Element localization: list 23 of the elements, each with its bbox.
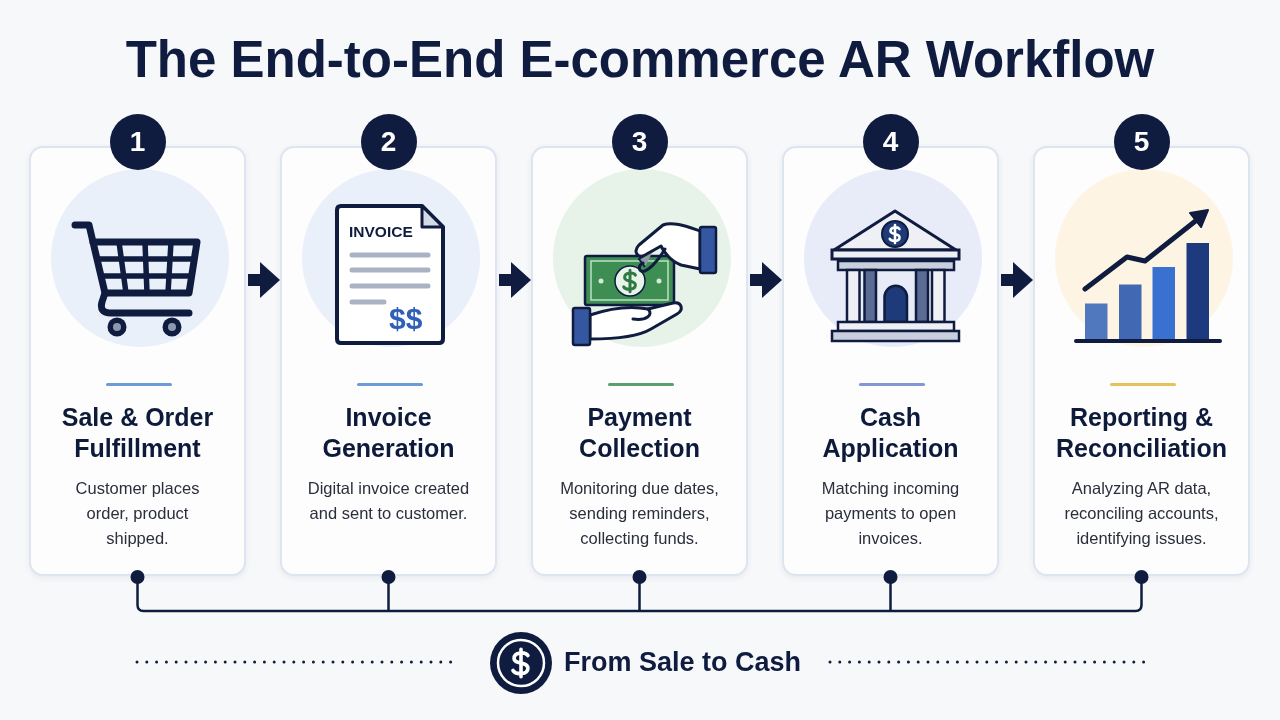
step-description: Monitoring due dates, sending reminders, collecting funds.	[559, 478, 720, 549]
arrow	[248, 262, 280, 298]
number-badge: 1	[109, 114, 166, 170]
step-description: Analyzing AR data, reconciling accounts, identifying issues.	[1063, 478, 1220, 549]
tagline: From Sale to Cash	[564, 646, 802, 678]
arrow	[499, 262, 531, 298]
number-badge: 2	[360, 114, 417, 170]
document-heading: INVOICE	[349, 224, 413, 240]
number-badge: 4	[862, 114, 919, 170]
arrow	[1001, 262, 1033, 298]
step-title: Cash Application	[821, 402, 960, 464]
step-title: Invoice Generation	[321, 402, 456, 464]
step-description: Customer places order, product shipped.	[74, 478, 201, 549]
step-description: Digital invoice created and sent to customer.	[306, 478, 471, 524]
step-title: Sale & Order Fulfillment	[60, 402, 215, 464]
currency-text: $$	[389, 304, 423, 334]
arrow	[750, 262, 782, 298]
number-badge: 5	[1113, 114, 1170, 170]
step-title: Reporting & Reconciliation	[1055, 402, 1228, 464]
number-badge: 3	[611, 114, 668, 170]
page-title: The End-to-End E-commerce AR Workflow	[125, 30, 1155, 90]
step-title: Payment Collection	[578, 402, 701, 464]
step-description: Matching incoming payments to open invoices.	[820, 478, 961, 549]
